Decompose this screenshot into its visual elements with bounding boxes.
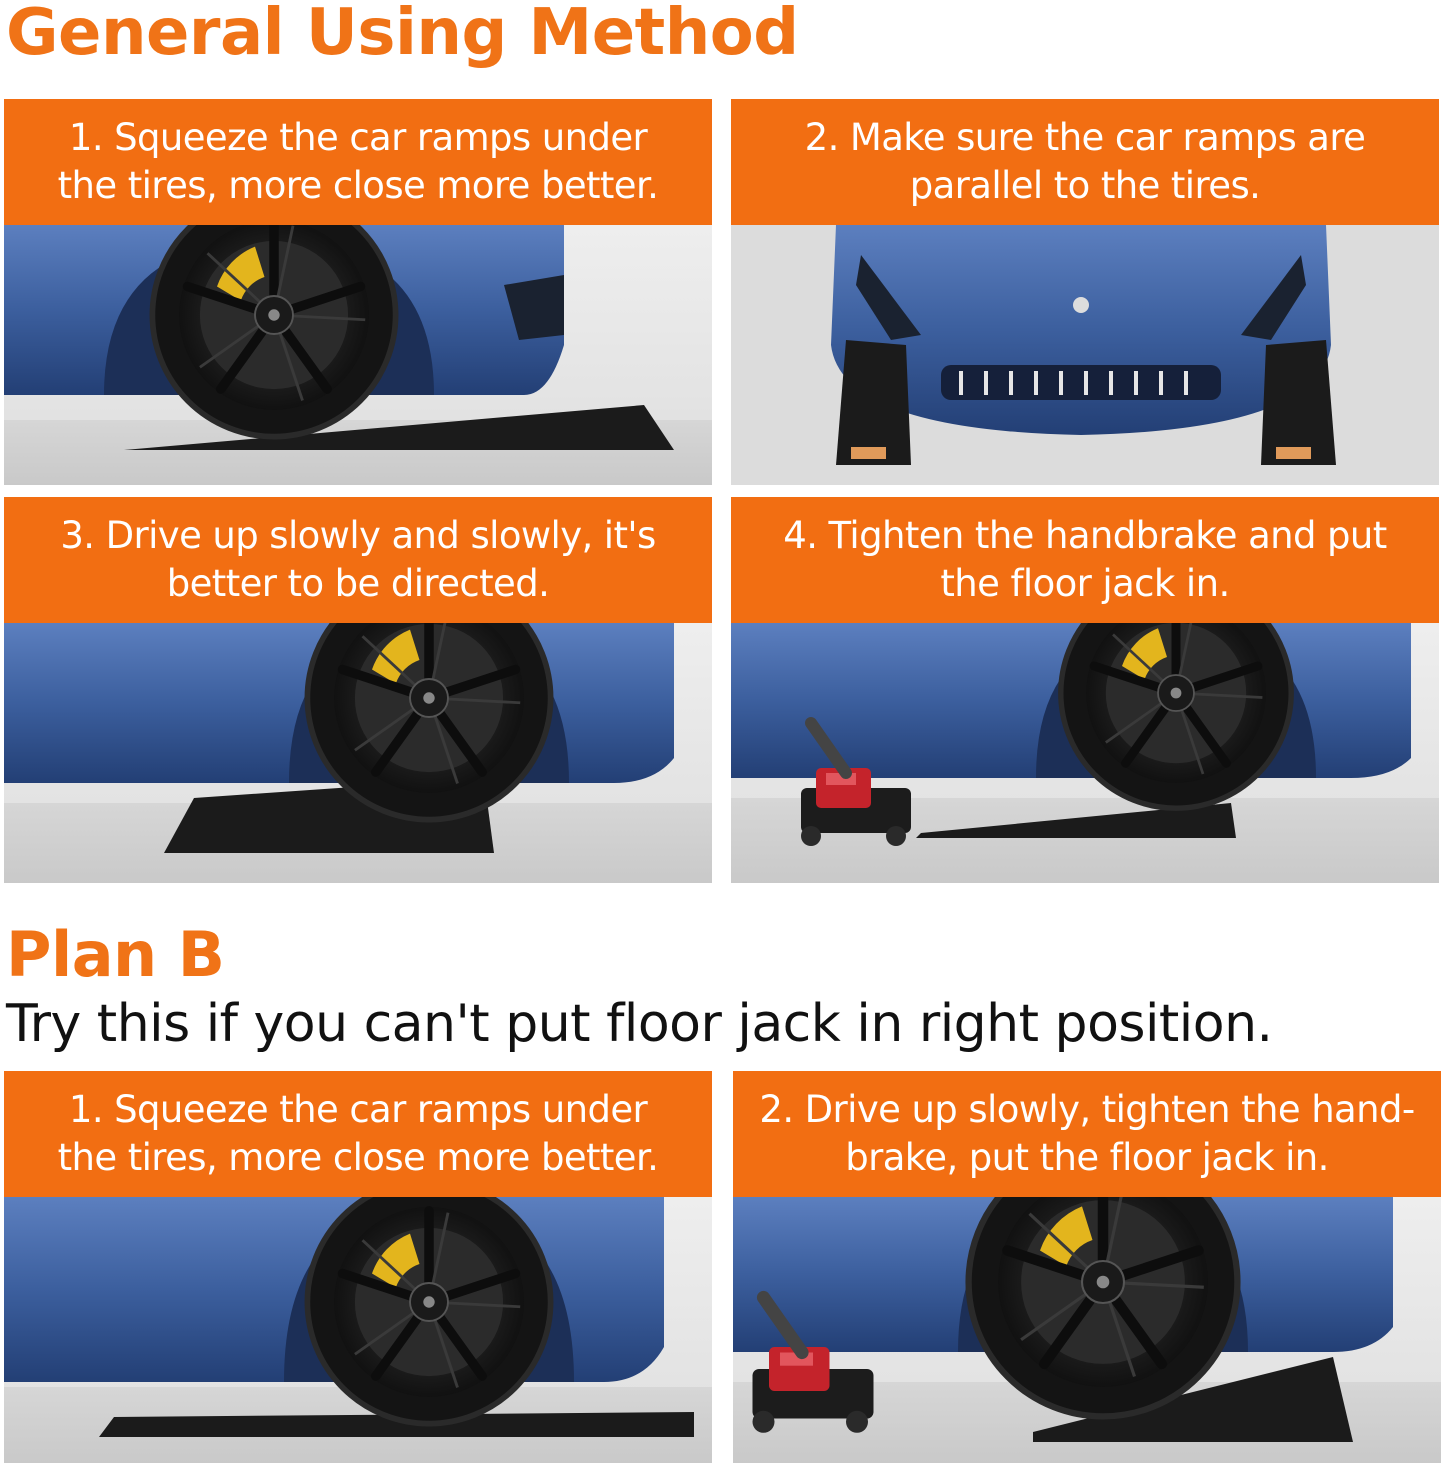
step-card-general-2: 2. Make sure the car ramps are parallel … [731,99,1439,485]
step-banner: 2. Make sure the car ramps are parallel … [731,99,1439,225]
step-banner: 4. Tighten the handbrake and put the flo… [731,497,1439,623]
step-text-line2: parallel to the tires. [909,164,1261,207]
step-text-line2: the tires, more close more better. [57,1136,659,1179]
step-text-line1: 1. Squeeze the car ramps under [68,1088,648,1131]
step-text-line1: 2. Drive up slowly, tighten the hand- [759,1088,1415,1131]
page-title: General Using Method [6,0,799,70]
step-card-planb-2: 2. Drive up slowly, tighten the hand- br… [733,1071,1441,1463]
step-card-general-3: 3. Drive up slowly and slowly, it's bett… [4,497,712,883]
step-text-line2: better to be directed. [166,562,550,605]
step-card-general-4: 4. Tighten the handbrake and put the flo… [731,497,1439,883]
step-text-line2: the tires, more close more better. [57,164,659,207]
step-card-general-1: 1. Squeeze the car ramps under the tires… [4,99,712,485]
step-banner: 1. Squeeze the car ramps under the tires… [4,1071,712,1197]
car-front-ramps-photo [731,225,1439,485]
step-text-line2: brake, put the floor jack in. [845,1136,1329,1179]
step-text-line1: 2. Make sure the car ramps are [804,116,1366,159]
step-text-line2: the floor jack in. [940,562,1230,605]
section-title: Plan B [6,918,225,991]
floor-jack-photo [731,623,1439,883]
step-text-line1: 3. Drive up slowly and slowly, it's [60,514,656,557]
floor-jack-photo [733,1197,1441,1463]
car-wheel-ramp-photo [4,225,712,485]
step-text-line1: 4. Tighten the handbrake and put [783,514,1387,557]
section-subtitle: Try this if you can't put floor jack in … [6,994,1273,1054]
step-banner: 3. Drive up slowly and slowly, it's bett… [4,497,712,623]
step-text-line1: 1. Squeeze the car ramps under [68,116,648,159]
car-wheel-ramp-photo [4,1197,712,1463]
step-banner: 1. Squeeze the car ramps under the tires… [4,99,712,225]
car-wheel-ramp-photo [4,623,712,883]
step-card-planb-1: 1. Squeeze the car ramps under the tires… [4,1071,712,1463]
step-banner: 2. Drive up slowly, tighten the hand- br… [733,1071,1441,1197]
